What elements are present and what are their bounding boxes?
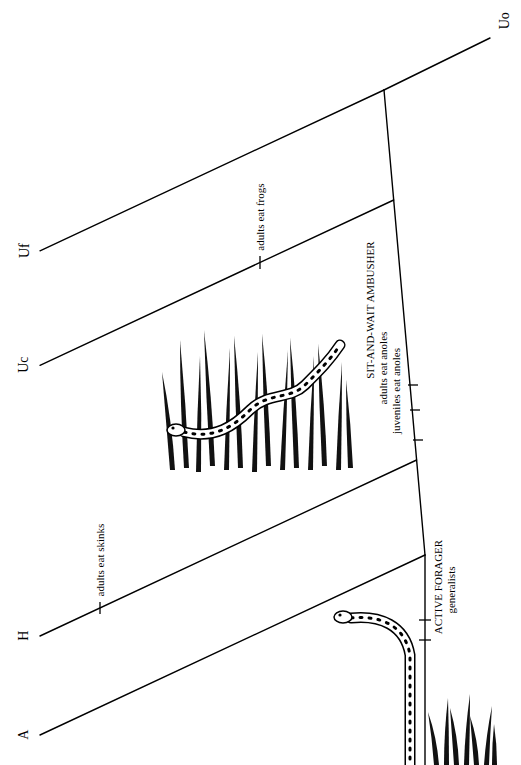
grass-tuft: [492, 724, 497, 765]
grass-tuft: [346, 380, 353, 468]
grass-tuft: [336, 362, 342, 470]
trait-tick: [259, 256, 260, 269]
trait-tick: [413, 439, 423, 440]
trait-tick: [419, 619, 431, 620]
grass-tuft: [450, 708, 459, 765]
tree-branch: [384, 90, 425, 555]
grass-tuft: [162, 330, 353, 472]
grass-tuft: [464, 694, 470, 765]
snake-in-grass: [167, 424, 185, 436]
grass-tuft: [280, 350, 288, 470]
grass-tuft: [196, 356, 201, 472]
tree-branch: [40, 90, 384, 251]
grass-tuft: [204, 330, 215, 466]
grass-tuft: [162, 372, 175, 470]
grass-tuft: [290, 338, 299, 468]
trait-tick: [408, 384, 418, 385]
grass-tuft: [484, 706, 492, 765]
trait-tick: [100, 256, 431, 640]
taxon-label: Uo: [497, 12, 512, 29]
trait-label: adults eat frogs: [254, 184, 266, 251]
grass-tuft: [224, 348, 230, 470]
tree-branch: [40, 38, 490, 765]
taxon-label: A: [16, 730, 31, 740]
trait-tick: [419, 639, 431, 640]
grass-tuft: [444, 698, 449, 765]
trait-label: generalists: [446, 567, 458, 614]
grass-tuft: [470, 716, 479, 765]
ground-snake: [338, 613, 341, 616]
grass-tuft: [428, 712, 439, 765]
trait-label: SIT-AND-WAIT AMBUSHER: [364, 242, 376, 379]
snake-in-grass: [184, 345, 340, 434]
grass-tuft: [428, 694, 497, 765]
snake-in-grass: [184, 345, 340, 434]
taxon-label: Uf: [16, 244, 31, 259]
ground-snake: [334, 611, 352, 623]
tree-branch: [424, 555, 425, 765]
grass-tuft: [180, 340, 189, 468]
taxon-label: H: [16, 631, 31, 641]
taxon-label: Uc: [16, 357, 31, 373]
trait-label: juveniles eat anoles: [390, 348, 402, 434]
ground-snake: [334, 611, 410, 765]
ground-snake: [351, 617, 410, 765]
trait-label: adults eat skinks: [94, 523, 106, 596]
tree-branch: [384, 38, 490, 90]
snake-in-grass: [184, 345, 340, 434]
snake-in-grass: [171, 426, 174, 429]
trait-label: adults eat anoles: [377, 331, 389, 404]
snake-in-grass: [167, 345, 340, 436]
ground-snake: [351, 617, 410, 765]
ground-snake: [351, 617, 410, 765]
grass-tuft: [234, 336, 243, 468]
trait-tick: [410, 409, 420, 410]
tree-branch: [40, 460, 417, 636]
trait-tick: [99, 602, 100, 614]
trait-label: ACTIVE FORAGER: [432, 540, 444, 634]
